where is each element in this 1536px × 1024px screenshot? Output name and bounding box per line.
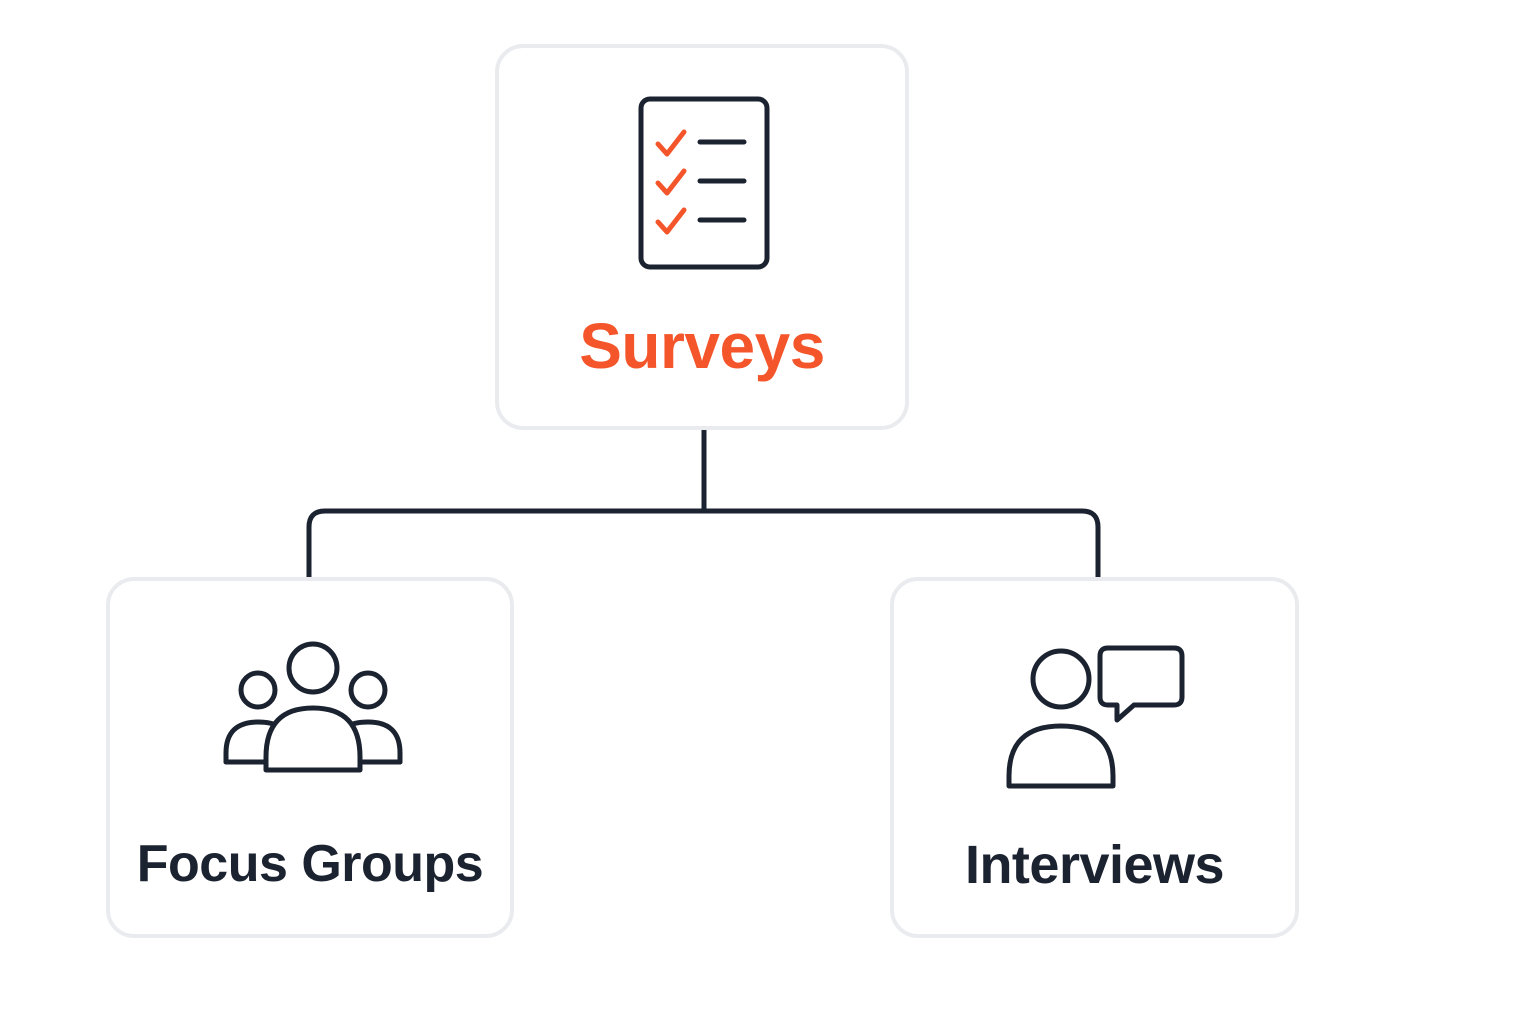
group-icon <box>223 641 403 773</box>
node-interviews: Interviews <box>890 577 1299 938</box>
interviews-label: Interviews <box>964 835 1225 895</box>
focus-groups-label: Focus Groups <box>136 835 484 893</box>
person-speech-icon <box>1006 645 1185 789</box>
node-surveys: Surveys <box>495 44 909 430</box>
surveys-label: Surveys <box>579 310 825 382</box>
node-focus-groups: Focus Groups <box>106 577 514 938</box>
connector-branch-left <box>306 508 707 580</box>
checklist-icon <box>638 96 770 270</box>
speech-bubble-icon <box>1097 645 1185 723</box>
connector-branch-right <box>701 508 1101 580</box>
